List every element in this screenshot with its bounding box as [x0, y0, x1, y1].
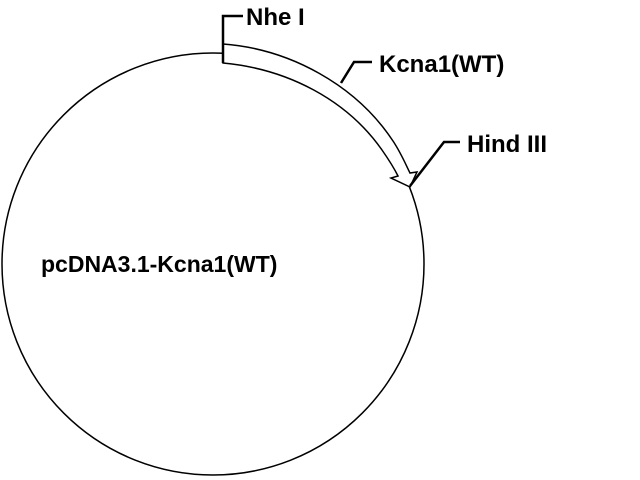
plasmid-backbone — [1, 52, 425, 476]
kcna1-insert-arrow — [222, 43, 419, 189]
kcna1-feature-label: Kcna1(WT) — [379, 51, 504, 78]
plasmid-name-label: pcDNA3.1-Kcna1(WT) — [41, 251, 277, 277]
nhe-i-site-label: Nhe I — [246, 4, 305, 31]
kcna1-feature-leader — [339, 60, 372, 84]
hind-iii-site-leader — [409, 140, 460, 187]
hind-iii-site-label: Hind III — [467, 131, 547, 158]
nhe-i-site-leader — [221, 14, 243, 63]
